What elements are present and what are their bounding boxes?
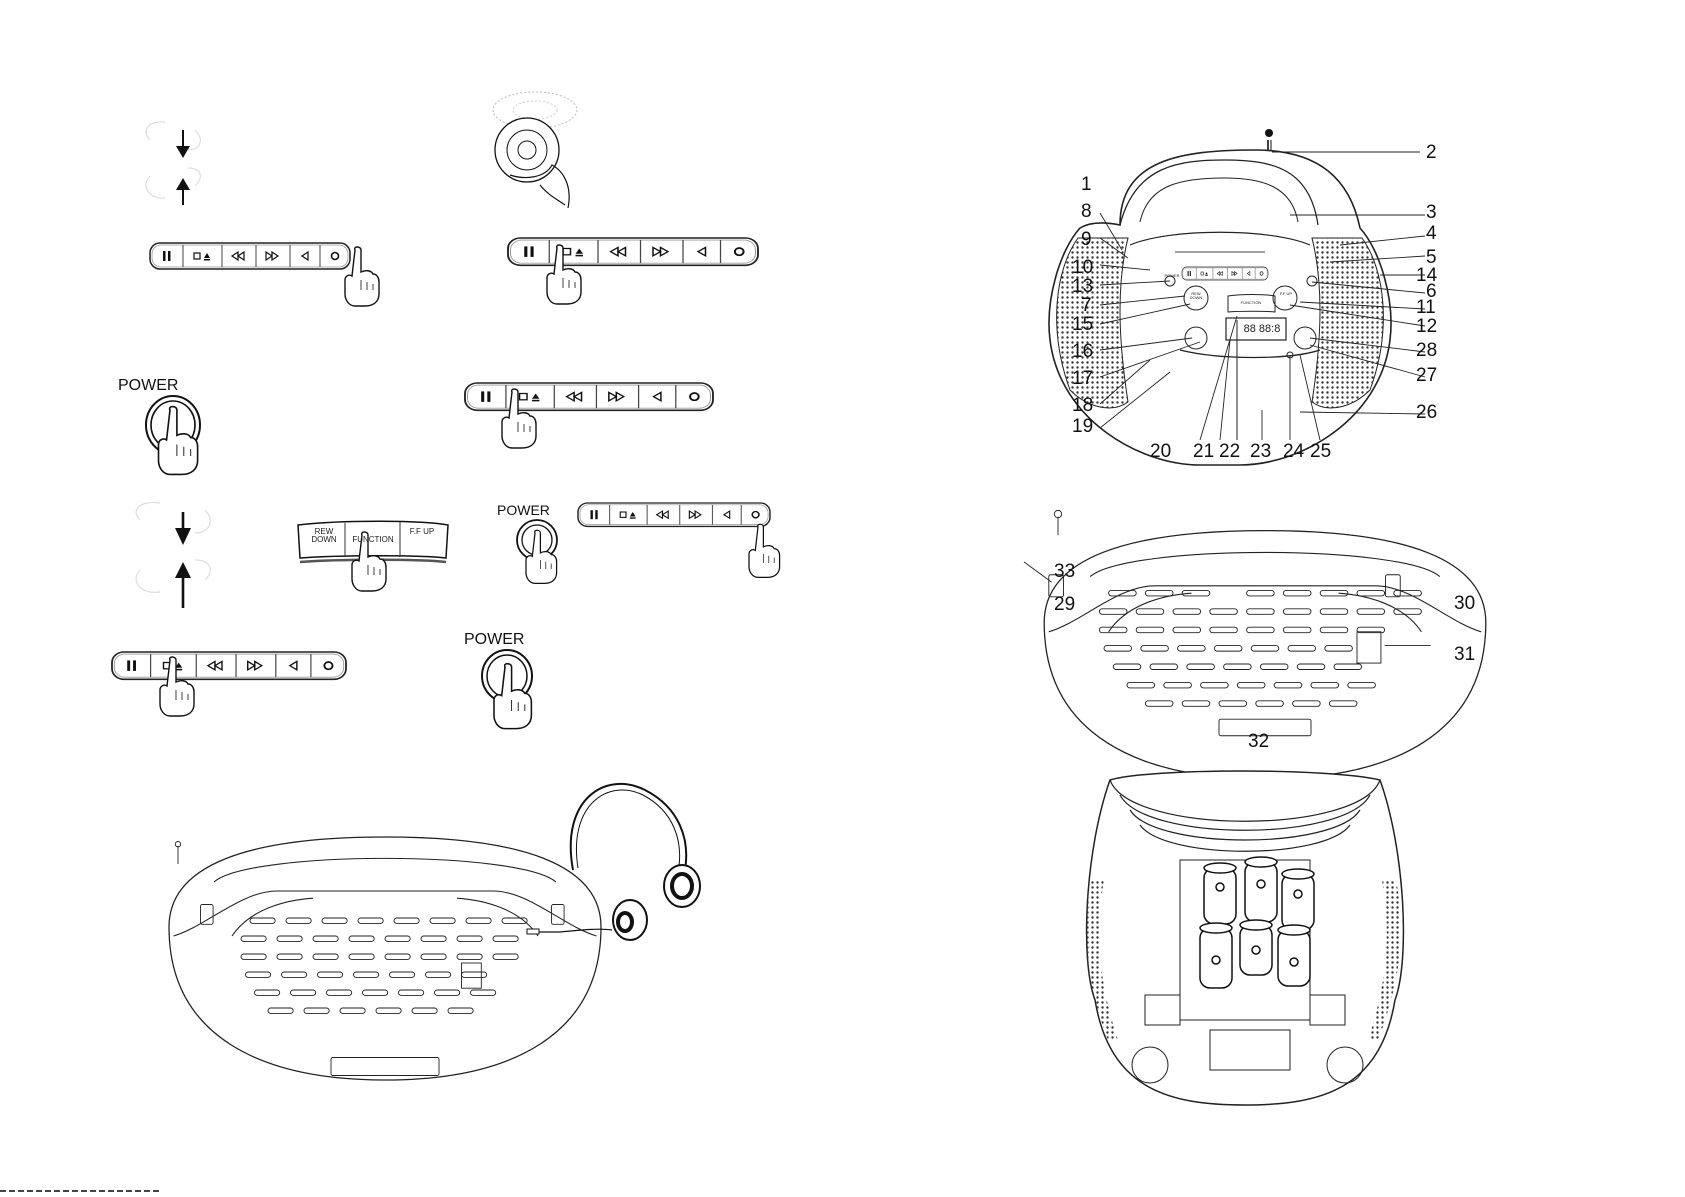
power-button-3 bbox=[482, 650, 532, 729]
power-label-1: POWER bbox=[118, 378, 178, 394]
callout-12: 12 bbox=[1416, 317, 1437, 336]
callout-32: 32 bbox=[1248, 732, 1269, 751]
callout-15: 15 bbox=[1072, 315, 1093, 334]
unit-power-label: POWER bbox=[1162, 274, 1182, 278]
callout-23: 23 bbox=[1250, 442, 1271, 461]
callout-14: 14 bbox=[1416, 266, 1437, 285]
callout-25: 25 bbox=[1310, 442, 1331, 461]
btn-rew-down-label: REW DOWN bbox=[306, 528, 342, 544]
callout-30: 30 bbox=[1454, 594, 1475, 613]
cd-in-hand-illustration bbox=[493, 92, 577, 208]
power-button-2 bbox=[517, 520, 557, 583]
display-readout: 88 88:8 bbox=[1234, 324, 1290, 335]
unit-ff-label: F.F UP bbox=[1276, 292, 1296, 296]
callout-31: 31 bbox=[1454, 645, 1475, 664]
power-label-3: POWER bbox=[464, 632, 524, 648]
insert-arrows-top bbox=[146, 122, 200, 205]
btn-function-label: FUNCTION bbox=[348, 536, 398, 544]
callout-16: 16 bbox=[1072, 342, 1093, 361]
control-strip-5 bbox=[112, 652, 346, 679]
callout-33: 33 bbox=[1054, 562, 1075, 581]
callout-11: 11 bbox=[1416, 298, 1436, 317]
callout-18: 18 bbox=[1072, 396, 1093, 415]
callout-24: 24 bbox=[1283, 442, 1304, 461]
insert-arrows-bottom bbox=[136, 502, 210, 608]
callout-28: 28 bbox=[1416, 341, 1437, 360]
callout-26: 26 bbox=[1416, 403, 1437, 422]
callout-22: 22 bbox=[1219, 442, 1240, 461]
callout-8: 8 bbox=[1081, 202, 1092, 221]
callout-3: 3 bbox=[1426, 203, 1437, 222]
finger-press-4 bbox=[749, 524, 780, 577]
callout-17: 17 bbox=[1072, 369, 1093, 388]
callout-20: 20 bbox=[1150, 442, 1171, 461]
callout-21: 21 bbox=[1193, 442, 1214, 461]
callout-2: 2 bbox=[1426, 143, 1437, 162]
control-strip-4 bbox=[578, 503, 770, 526]
unit-function-label: FUNCTION bbox=[1236, 301, 1266, 305]
unit-battery-compartment bbox=[1085, 771, 1403, 1105]
power-button-1 bbox=[146, 396, 200, 474]
callout-4: 4 bbox=[1426, 224, 1437, 243]
callout-13: 13 bbox=[1072, 277, 1093, 296]
control-strip-1 bbox=[150, 243, 350, 269]
power-label-2: POWER bbox=[497, 503, 550, 517]
control-strip-3 bbox=[465, 383, 713, 410]
callout-7: 7 bbox=[1081, 296, 1092, 315]
control-strip-2 bbox=[508, 238, 758, 265]
callout-1: 1 bbox=[1081, 175, 1092, 194]
callout-9: 9 bbox=[1081, 230, 1092, 249]
btn-ff-up-label: F.F UP bbox=[404, 528, 440, 536]
unit-front-view bbox=[1049, 129, 1425, 465]
callout-27: 27 bbox=[1416, 366, 1437, 385]
unit-rew-label: REW DOWN bbox=[1186, 292, 1206, 300]
callout-29: 29 bbox=[1054, 595, 1075, 614]
callout-19: 19 bbox=[1072, 417, 1093, 436]
unit-rear-headphones bbox=[169, 837, 601, 1080]
callout-10: 10 bbox=[1072, 258, 1093, 277]
